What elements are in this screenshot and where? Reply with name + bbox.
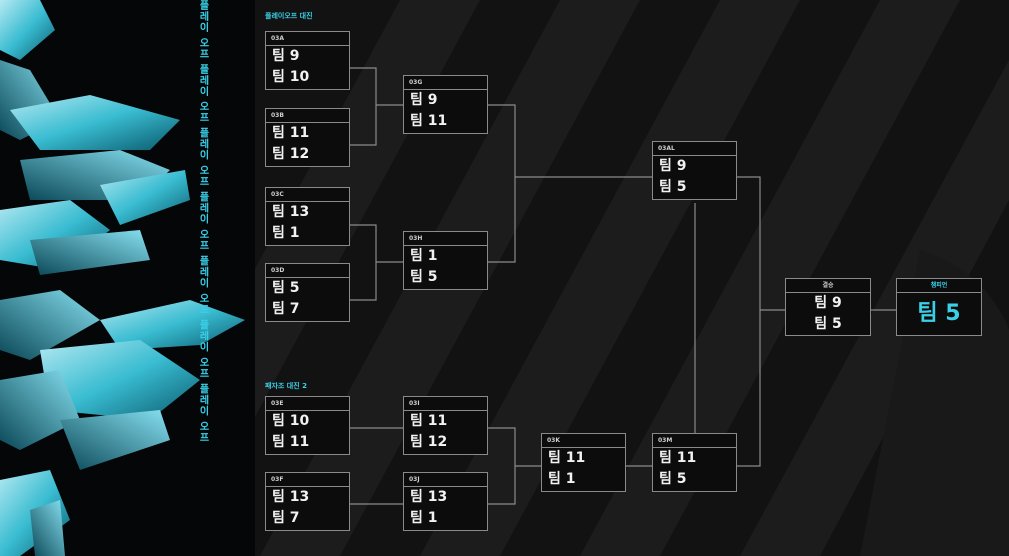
match-03J[interactable]: 03J 팀 13 팀 1 (403, 472, 488, 531)
team-slot: 팀 1 (548, 471, 576, 487)
upper-bracket-label: 플레이오프 대진 (265, 12, 313, 20)
match-final[interactable]: 결승 팀 9 팀 5 (785, 278, 871, 336)
team-slot: 팀 10 (272, 69, 310, 85)
team-slot: 팀 9 (814, 295, 842, 311)
team-slot: 팀 5 (814, 316, 842, 332)
match-03F[interactable]: 03F 팀 13 팀 7 (265, 472, 350, 531)
match-03C[interactable]: 03C 팀 13 팀 1 (265, 187, 350, 246)
match-03AL[interactable]: 03AL 팀 9 팀 5 (652, 141, 737, 200)
team-slot: 팀 12 (410, 434, 448, 450)
team-slot: 팀 9 (410, 92, 438, 108)
team-slot: 팀 5 (659, 179, 687, 195)
team-slot: 팀 1 (272, 225, 300, 241)
team-slot: 팀 11 (548, 450, 586, 466)
crystal-artwork (0, 0, 255, 556)
match-03M[interactable]: 03M 팀 11 팀 5 (652, 433, 737, 492)
vertical-playoff-text: 플레이 오프 플레이 오프 플레이 오프 플레이 오프 플레이 오프 플레이 오… (197, 0, 208, 444)
match-03D[interactable]: 03D 팀 5 팀 7 (265, 263, 350, 322)
match-code: 03C (266, 188, 349, 202)
match-code: 03AL (653, 142, 736, 156)
champion-box[interactable]: 챔피언 팀 5 (896, 278, 982, 336)
team-slot: 팀 11 (410, 113, 448, 129)
match-code: 결승 (786, 279, 870, 293)
match-code: 03I (404, 397, 487, 411)
match-03B[interactable]: 03B 팀 11 팀 12 (265, 108, 350, 167)
team-slot: 팀 12 (272, 146, 310, 162)
champion-label: 챔피언 (897, 279, 981, 293)
team-slot: 팀 9 (659, 158, 687, 174)
team-slot: 팀 11 (659, 450, 697, 466)
match-03E[interactable]: 03E 팀 10 팀 11 (265, 396, 350, 455)
team-slot: 팀 5 (659, 471, 687, 487)
champion-team: 팀 5 (917, 301, 961, 326)
match-code: 03M (653, 434, 736, 448)
match-code: 03G (404, 76, 487, 90)
team-slot: 팀 5 (272, 280, 300, 296)
team-slot: 팀 13 (272, 204, 310, 220)
team-slot: 팀 11 (272, 434, 310, 450)
team-slot: 팀 7 (272, 510, 300, 526)
team-slot: 팀 7 (272, 301, 300, 317)
team-slot: 팀 13 (272, 489, 310, 505)
team-slot: 팀 5 (410, 269, 438, 285)
match-03G[interactable]: 03G 팀 9 팀 11 (403, 75, 488, 134)
team-slot: 팀 11 (410, 413, 448, 429)
team-slot: 팀 1 (410, 510, 438, 526)
match-code: 03D (266, 264, 349, 278)
team-slot: 팀 11 (272, 125, 310, 141)
team-slot: 팀 13 (410, 489, 448, 505)
team-slot: 팀 9 (272, 48, 300, 64)
match-code: 03A (266, 32, 349, 46)
match-03I[interactable]: 03I 팀 11 팀 12 (403, 396, 488, 455)
match-03K[interactable]: 03K 팀 11 팀 1 (541, 433, 626, 492)
lower-bracket-label: 패자조 대진 2 (265, 382, 307, 390)
match-code: 03H (404, 232, 487, 246)
match-code: 03F (266, 473, 349, 487)
team-slot: 팀 1 (410, 248, 438, 264)
match-03A[interactable]: 03A 팀 9 팀 10 (265, 31, 350, 90)
team-slot: 팀 10 (272, 413, 310, 429)
match-code: 03J (404, 473, 487, 487)
match-03H[interactable]: 03H 팀 1 팀 5 (403, 231, 488, 290)
match-code: 03K (542, 434, 625, 448)
match-code: 03B (266, 109, 349, 123)
match-code: 03E (266, 397, 349, 411)
